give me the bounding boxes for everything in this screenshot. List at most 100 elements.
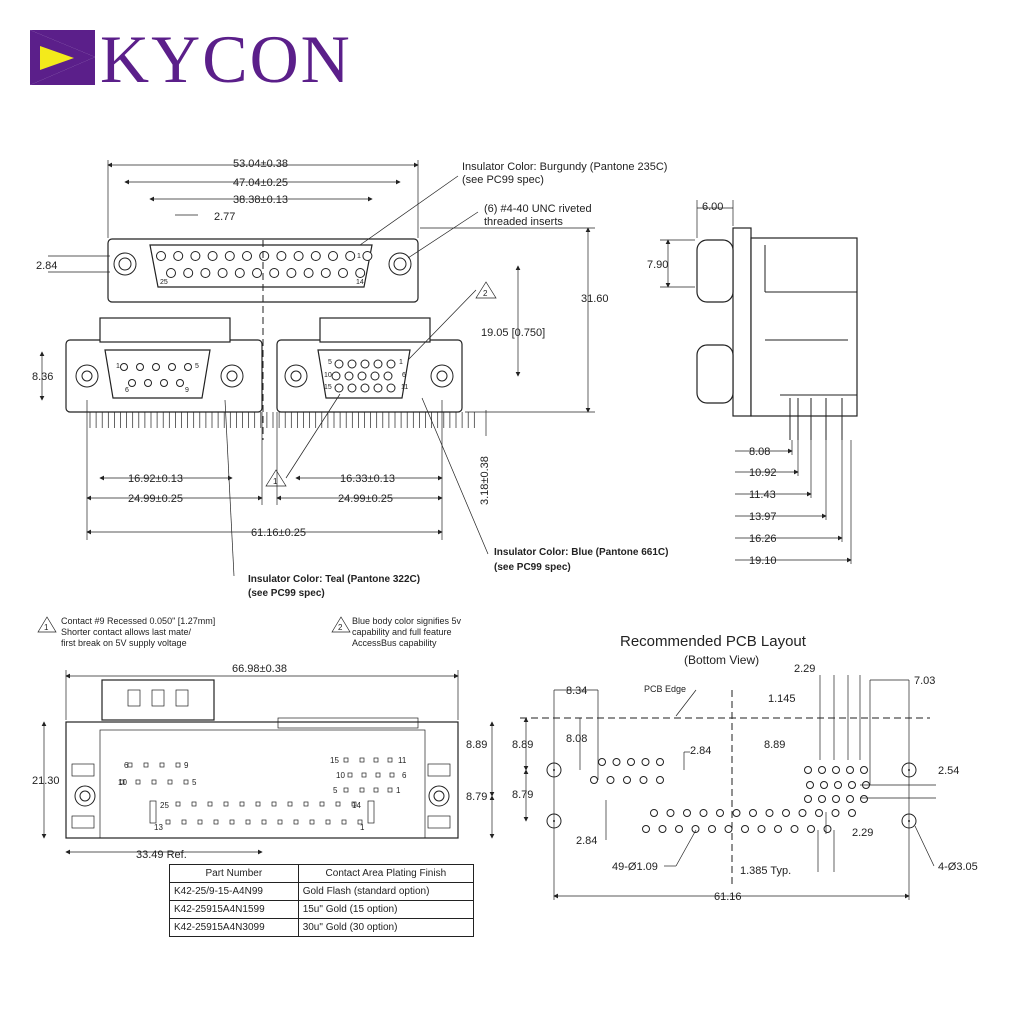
bottom-pin (165, 819, 171, 825)
pcb-dim: 8.34 (566, 685, 587, 697)
table-cell: K42-25/9-15-A4N99 (169, 882, 299, 901)
note1-marker: 1 (44, 623, 49, 632)
bottom-pin (343, 787, 349, 793)
hd15-pin (334, 359, 344, 369)
bottom-pin (361, 772, 367, 778)
side-dim-value: 19.10 (749, 555, 777, 567)
db25-pin (286, 268, 297, 278)
bottom-pin (373, 757, 379, 763)
front-view: 53.04±0.38 47.04±0.25 38.38±0.13 2.77 2.… (32, 158, 668, 599)
table-cell: 30u" Gold (30 option) (297, 918, 475, 937)
note-teal-spec: (see PC99 spec) (248, 588, 325, 599)
pcb-dim: 2.29 (852, 827, 873, 839)
db9-pin (160, 379, 168, 387)
note-inserts: (6) #4-40 UNC riveted (484, 203, 592, 215)
db25-pin (242, 251, 252, 261)
pcb-dim: 1.385 Typ. (740, 865, 791, 877)
bottom-pin (175, 801, 181, 807)
dim-insert-spacing: 47.04±0.25 (233, 177, 288, 189)
db25-pin (310, 251, 321, 261)
bottom-pin (387, 787, 393, 793)
pcb-hole (820, 781, 828, 789)
hd15-pin (386, 359, 396, 369)
bottom-tab (149, 800, 157, 824)
bottom-pin (359, 787, 365, 793)
pin-label: 15 (324, 384, 332, 391)
note1-line: first break on 5V supply voltage (61, 638, 187, 648)
pcb-dim: 8.08 (566, 733, 587, 745)
db25-pin (173, 251, 184, 261)
pin-label: 9 (185, 387, 189, 394)
db25-pin (345, 251, 356, 261)
pin-label: 15 (330, 756, 339, 765)
bottom-dim-width: 66.98±0.38 (232, 663, 287, 675)
note2-line: Blue body color signifies 5v (352, 616, 462, 626)
table-row: K42-25/9-15-A4N99 Gold Flash (standard o… (169, 882, 475, 901)
pcb-hole (749, 809, 757, 817)
table-row: K42-25915A4N3099 30u" Gold (30 option) (169, 918, 475, 937)
hd15-pin (334, 383, 344, 393)
bottom-pin (271, 801, 277, 807)
hd15-pin (347, 383, 357, 393)
db25-pin (303, 268, 314, 278)
pcb-subtitle: (Bottom View) (684, 653, 759, 667)
side-dim: 7.90 (647, 259, 668, 271)
side-dim-value: 11.43 (749, 489, 776, 501)
pcb-hole (804, 766, 812, 774)
pcb-dim: 8.89 (764, 739, 785, 751)
pcb-hole (782, 809, 790, 817)
pcb-hole (834, 781, 842, 789)
hd15-pin (360, 383, 370, 393)
pcb-hole (765, 809, 774, 817)
pcb-hole (790, 825, 799, 833)
pin-label: 6 (402, 771, 407, 780)
db25-pin (252, 268, 262, 278)
pcb-hole (598, 758, 606, 766)
callout-two: 2 (483, 289, 488, 298)
bottom-pin (135, 779, 141, 785)
pcb-hole (724, 825, 733, 833)
note-blue: Insulator Color: Blue (Pantone 661C) (494, 547, 668, 558)
pin-label: 9 (184, 761, 189, 770)
hd15-pin (360, 359, 370, 369)
bottom-pin (347, 772, 353, 778)
pcb-hole (774, 825, 782, 833)
dim-pin-pitch: 2.77 (214, 211, 235, 223)
bottom-pin (325, 819, 331, 825)
pcb-hole (818, 766, 826, 774)
side-dim-value: 8.08 (749, 446, 770, 458)
pin-label: 10 (118, 778, 127, 787)
dim-shell-width: 38.38±0.13 (233, 194, 288, 206)
hd15-pin (347, 359, 357, 369)
table-header-row: Part Number Contact Area Plating Finish (169, 864, 475, 883)
pcb-hole (846, 795, 854, 803)
pcb-hole (642, 825, 650, 833)
db9-pin (136, 363, 144, 371)
pin-label: 5 (333, 786, 338, 795)
db9-pin (120, 363, 128, 371)
pcb-edge-label: PCB Edge (644, 684, 686, 694)
bottom-pin (287, 801, 293, 807)
bottom-view: 66.98±0.38 21.30 8.89 8.79 33.49 Ref. 6 … (32, 663, 495, 861)
bottom-pin (159, 762, 165, 768)
pcb-dim: 2.84 (690, 745, 711, 757)
pcb-hole (807, 825, 815, 833)
pcb-hole (815, 809, 823, 817)
note-inserts-2: threaded inserts (484, 216, 563, 228)
pcb-hole (708, 825, 716, 833)
bottom-pin (387, 757, 393, 763)
bottom-pin (343, 757, 349, 763)
pcb-hole (806, 781, 814, 789)
bottom-pin (335, 801, 341, 807)
pcb-hole (627, 758, 635, 766)
pcb-hole (804, 795, 812, 803)
bottom-tab (367, 800, 375, 824)
bottom-pin (239, 801, 245, 807)
pcb-hole (732, 809, 741, 817)
pin-label: 1 (396, 786, 401, 795)
dim-bottom-width: 61.16±0.25 (251, 527, 306, 539)
pcb-hole (846, 766, 854, 774)
hd15-pin (370, 371, 380, 381)
pcb-hole (699, 809, 708, 817)
